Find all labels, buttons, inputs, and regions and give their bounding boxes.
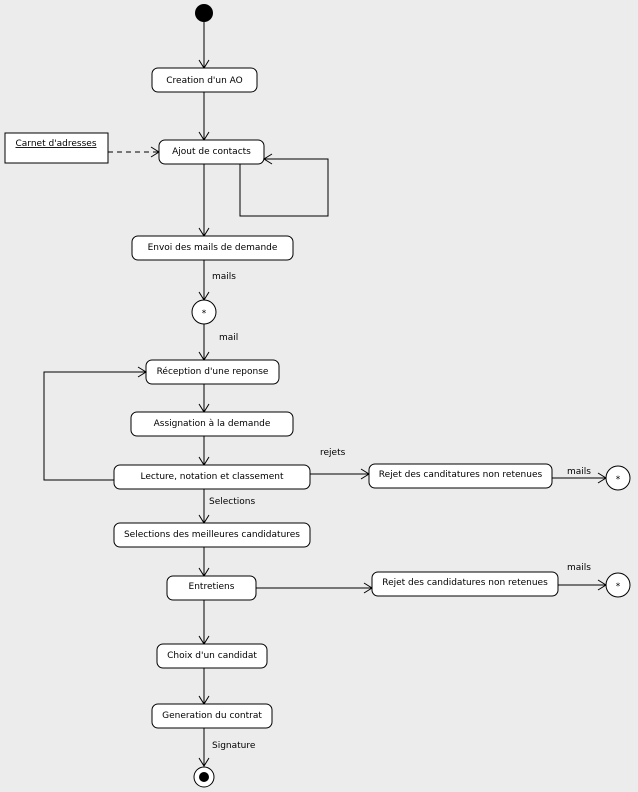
node-creation[interactable]: Creation d'un AO [151,67,258,93]
node-rejet1[interactable]: Rejet des canditatures non retenues [368,463,553,489]
node-reception[interactable]: Réception d'une reponse [145,359,280,385]
node-envoi[interactable]: Envoi des mails de demande [131,235,294,261]
node-assignation-label: Assignation à la demande [154,419,271,429]
star-symbol: * [202,309,207,319]
final-node [193,766,215,788]
node-entretiens-label: Entretiens [189,582,235,592]
node-selections[interactable]: Selections des meilleures candidatures [113,522,311,548]
star-symbol: * [616,475,621,485]
node-lecture[interactable]: Lecture, notation et classement [113,464,311,490]
edge-label-mails-rejet1: mails [567,467,591,477]
node-ajout-label: Ajout de contacts [172,147,251,157]
node-envoi-label: Envoi des mails de demande [148,243,278,253]
arrowhead [263,153,273,165]
object-carnet[interactable]: Carnet d'adresses [4,132,109,164]
node-choix-label: Choix d'un candidat [167,651,257,661]
arrowhead [137,366,147,378]
arrowhead [198,757,210,767]
node-rejet2[interactable]: Rejet des candidatures non retenues [371,571,559,597]
star-node: * [605,572,631,598]
edge-label-rejets: rejets [320,448,346,458]
object-carnet-label: Carnet d'adresses [15,139,96,149]
star-symbol: * [616,582,621,592]
node-assignation[interactable]: Assignation à la demande [130,411,294,437]
node-ajout[interactable]: Ajout de contacts [158,139,265,165]
star-node: * [605,465,631,491]
node-creation-label: Creation d'un AO [166,76,242,86]
node-entretiens[interactable]: Entretiens [166,575,257,601]
edge-label-mails: mails [212,272,236,282]
edge-ajout-loop [239,158,329,217]
node-rejet1-label: Rejet des canditatures non retenues [379,470,543,480]
node-generation-label: Generation du contrat [162,711,262,721]
edge-lecture-reception-loop [43,371,146,481]
node-lecture-label: Lecture, notation et classement [140,472,284,482]
edge-label-mails-rejet2: mails [567,563,591,573]
node-selections-label: Selections des meilleures candidatures [124,530,300,540]
node-choix[interactable]: Choix d'un candidat [156,643,268,669]
node-reception-label: Réception d'une reponse [157,366,269,377]
edge-label-signature: Signature [212,741,256,751]
initial-node [195,4,213,22]
node-generation[interactable]: Generation du contrat [151,703,273,729]
star-node: * [191,299,217,325]
node-rejet2-label: Rejet des candidatures non retenues [382,578,548,588]
edge-label-mail: mail [219,333,238,343]
edge-label-selections: Selections [209,497,255,507]
